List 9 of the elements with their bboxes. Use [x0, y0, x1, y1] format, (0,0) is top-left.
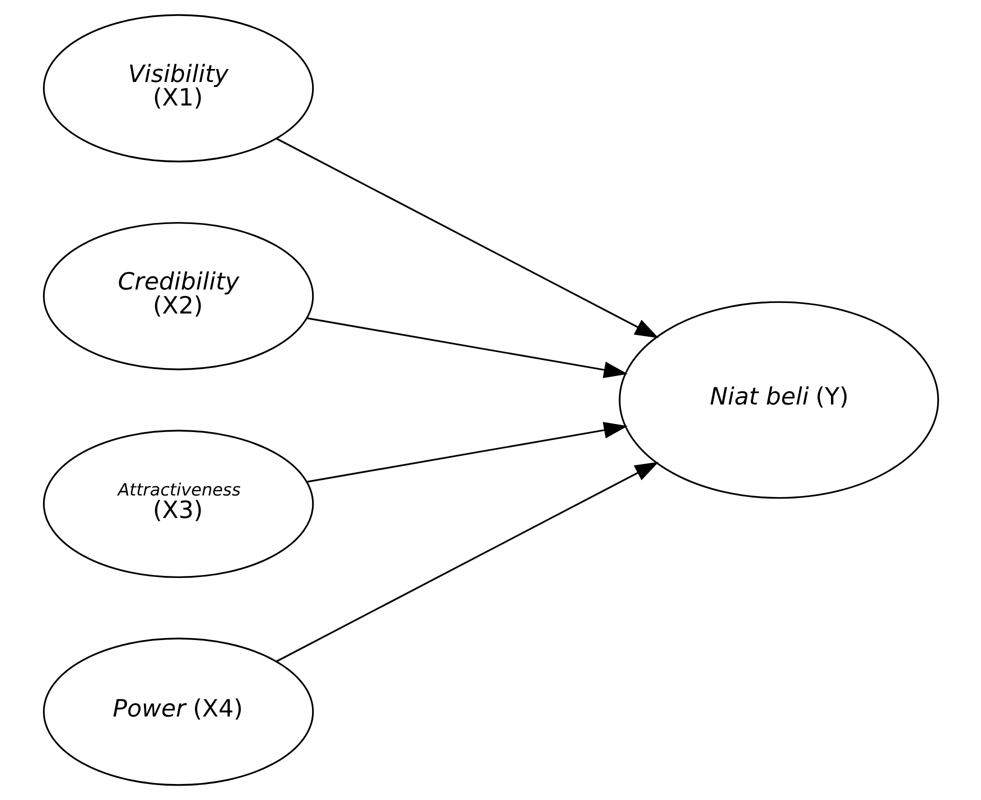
- arrow: [276, 138, 658, 338]
- arrow: [306, 317, 628, 378]
- node-ellipse: Attractiveness (X3): [42, 430, 314, 578]
- arrow: [306, 422, 628, 483]
- node-ellipse: Visibility (X1): [42, 14, 314, 162]
- node-ellipse: Niat beli (Y): [618, 301, 939, 499]
- node-ellipse: Power (X4): [42, 638, 314, 786]
- arrow: [276, 462, 658, 662]
- node-ellipse: Credibility (X2): [42, 222, 314, 370]
